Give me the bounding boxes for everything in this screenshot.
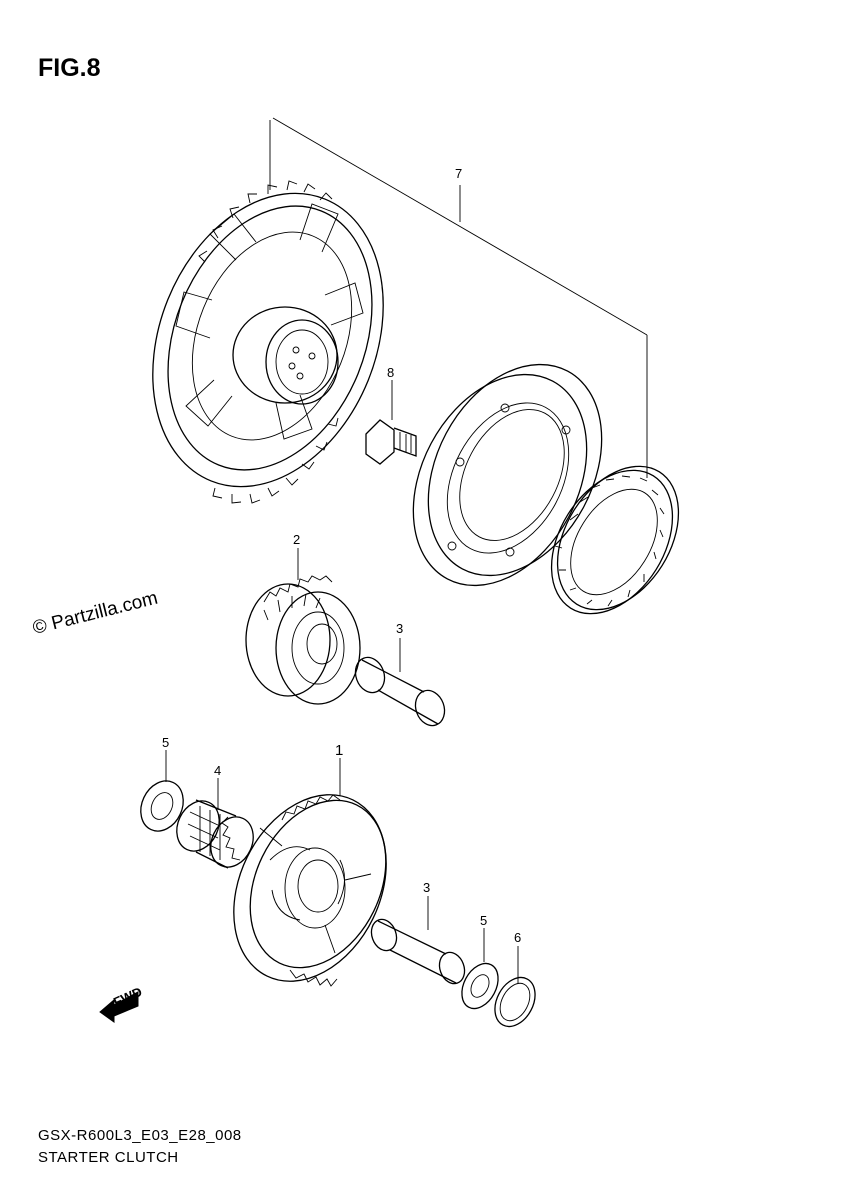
callout-5-right: 5 (480, 913, 487, 928)
forward-arrow-icon: FWD (99, 984, 144, 1023)
washer-5-right (461, 928, 499, 1010)
callout-1: 1 (335, 742, 343, 759)
diagram-code: GSX-R600L3_E03_E28_008 (38, 1127, 242, 1144)
shaft-3-lower (370, 896, 466, 985)
callout-8: 8 (387, 365, 394, 380)
idle-gear-2 (245, 548, 361, 705)
callout-6: 6 (514, 930, 521, 945)
figure-title: FIG.8 (38, 54, 101, 82)
bolt-8 (365, 380, 417, 465)
callout-7: 7 (455, 166, 462, 181)
shaft-3-upper (354, 638, 446, 727)
washer-5-left (140, 750, 184, 832)
callout-3-lower: 3 (423, 880, 430, 895)
washer-6 (494, 946, 536, 1028)
callout-4: 4 (214, 763, 221, 778)
one-way-clutch-cage (550, 465, 680, 615)
diagram-name: STARTER CLUTCH (38, 1149, 179, 1166)
reduction-gear-1 (221, 758, 387, 987)
callout-2: 2 (293, 532, 300, 547)
clutch-housing (412, 363, 603, 587)
needle-bearing-4 (176, 778, 254, 869)
callout-3-upper: 3 (396, 621, 403, 636)
bracket-part-7 (269, 117, 648, 478)
callout-5-left: 5 (162, 735, 169, 750)
starter-driven-gear-7 (152, 180, 384, 504)
